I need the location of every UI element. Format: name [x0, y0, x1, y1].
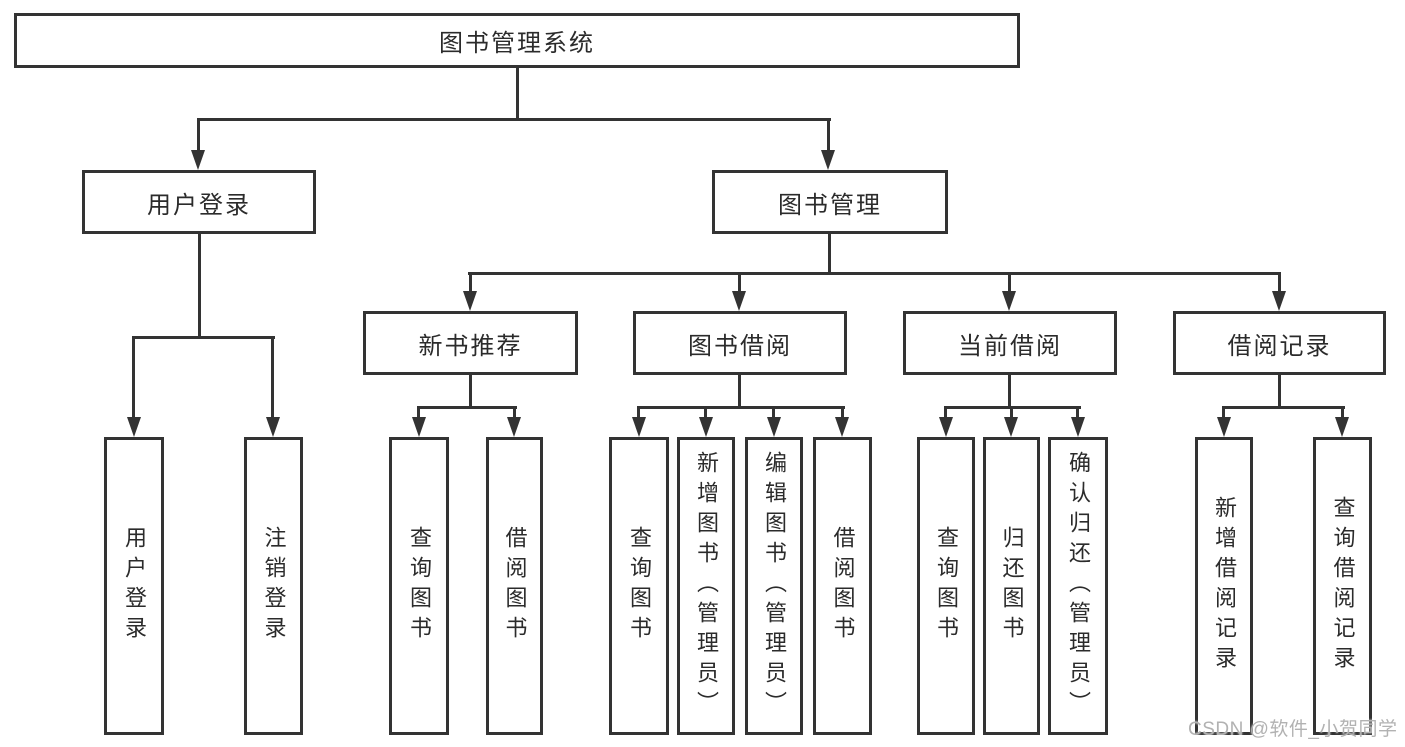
arrowhead-leaf-borrow-search [632, 417, 646, 437]
rail-root [197, 118, 831, 121]
connector-to-leaf-add-book [704, 406, 707, 419]
csdn-watermark: CSDN @软件_小贺同学 [1188, 719, 1398, 740]
connector-book-management-stem [828, 234, 831, 275]
connector-to-leaf-add-record [1222, 406, 1225, 419]
arrowhead-leaf-borrow-book [835, 417, 849, 437]
node-current-borrow-label: 当前借阅 [958, 332, 1062, 360]
arrowhead-current-borrow [1002, 291, 1016, 311]
arrowhead-user-login [191, 150, 205, 170]
leaf-borrow-book-label: 借阅图书 [830, 526, 856, 646]
leaf-search-borrow-record: 查询借阅记录 [1313, 437, 1372, 735]
node-root-label: 图书管理系统 [439, 30, 595, 57]
connector-current-borrow-stem [1008, 375, 1011, 409]
arrowhead-leaf-recommend-borrow [507, 417, 521, 437]
arrowhead-leaf-add-record [1217, 417, 1231, 437]
leaf-recommend-borrow-book: 借阅图书 [486, 437, 543, 735]
leaf-borrow-book: 借阅图书 [813, 437, 872, 735]
node-current-borrow: 当前借阅 [903, 311, 1117, 375]
leaf-current-search-book-label: 查询图书 [934, 526, 959, 646]
leaf-recommend-search-book: 查询图书 [389, 437, 449, 735]
leaf-edit-book-admin: 编辑图书（管理员） [745, 437, 803, 735]
connector-to-book-management [827, 118, 830, 152]
connector-book-borrow-stem [738, 375, 741, 409]
arrowhead-new-book-recommend [463, 291, 477, 311]
connector-to-leaf-confirm-return [1076, 406, 1079, 419]
leaf-user-login-label: 用户登录 [122, 526, 147, 646]
leaf-borrow-search-book: 查询图书 [609, 437, 669, 735]
connector-root-stem [516, 68, 519, 121]
rail-new-book-recommend [417, 406, 517, 409]
rail-book-borrow [637, 406, 845, 409]
connector-user-login-stem [198, 234, 201, 339]
leaf-confirm-return-admin-label: 确认归还（管理员） [1066, 451, 1091, 721]
connector-to-leaf-borrow-book [841, 406, 844, 419]
leaf-add-book-admin-label: 新增图书（管理员） [694, 451, 719, 721]
connector-to-leaf-borrow-search [637, 406, 640, 419]
leaf-borrow-search-book-label: 查询图书 [627, 526, 652, 646]
node-user-login: 用户登录 [82, 170, 316, 234]
connector-to-leaf-search-record [1341, 406, 1344, 419]
node-book-management-label: 图书管理 [778, 191, 882, 219]
leaf-logout-label: 注销登录 [261, 526, 287, 646]
leaf-return-book-label: 归还图书 [999, 526, 1025, 646]
node-root: 图书管理系统 [14, 13, 1020, 68]
arrowhead-leaf-logout [266, 417, 280, 437]
leaf-search-borrow-record-label: 查询借阅记录 [1330, 496, 1356, 676]
arrowhead-leaf-return-book [1004, 417, 1018, 437]
arrowhead-book-management [821, 150, 835, 170]
leaf-return-book: 归还图书 [983, 437, 1040, 735]
connector-to-leaf-return-book [1010, 406, 1013, 419]
connector-to-book-borrow [738, 272, 741, 293]
arrowhead-leaf-user-login [127, 417, 141, 437]
connector-to-borrow-records [1278, 272, 1281, 293]
node-new-book-recommend: 新书推荐 [363, 311, 578, 375]
connector-to-leaf-recommend-borrow [513, 406, 516, 419]
arrowhead-borrow-records [1272, 291, 1286, 311]
node-book-management: 图书管理 [712, 170, 948, 234]
leaf-add-book-admin: 新增图书（管理员） [677, 437, 735, 735]
node-borrow-records: 借阅记录 [1173, 311, 1386, 375]
leaf-add-borrow-record-label: 新增借阅记录 [1212, 496, 1237, 676]
connector-to-leaf-user-login [132, 336, 135, 419]
leaf-recommend-search-book-label: 查询图书 [407, 526, 432, 646]
arrowhead-leaf-confirm-return [1071, 417, 1085, 437]
connector-to-leaf-logout [271, 336, 274, 419]
arrowhead-leaf-recommend-search [412, 417, 426, 437]
node-user-login-label: 用户登录 [147, 191, 251, 219]
leaf-confirm-return-admin: 确认归还（管理员） [1048, 437, 1108, 735]
node-new-book-recommend-label: 新书推荐 [418, 332, 523, 360]
rail-user-login [132, 336, 275, 339]
leaf-add-borrow-record: 新增借阅记录 [1195, 437, 1253, 735]
connector-to-leaf-current-search [944, 406, 947, 419]
leaf-recommend-borrow-book-label: 借阅图书 [502, 526, 528, 646]
leaf-user-login: 用户登录 [104, 437, 164, 735]
connector-new-book-recommend-stem [469, 375, 472, 409]
arrowhead-leaf-edit-book [767, 417, 781, 437]
connector-to-leaf-edit-book [772, 406, 775, 419]
arrowhead-leaf-add-book [699, 417, 713, 437]
rail-book-management [468, 272, 1281, 275]
connector-to-leaf-recommend-search [417, 406, 420, 419]
connector-to-current-borrow [1008, 272, 1011, 293]
node-borrow-records-label: 借阅记录 [1227, 332, 1332, 360]
node-book-borrow: 图书借阅 [633, 311, 847, 375]
node-book-borrow-label: 图书借阅 [688, 332, 792, 360]
arrowhead-leaf-current-search [939, 417, 953, 437]
leaf-edit-book-admin-label: 编辑图书（管理员） [762, 451, 787, 721]
arrowhead-book-borrow [732, 291, 746, 311]
connector-to-user-login [197, 118, 200, 152]
leaf-logout: 注销登录 [244, 437, 303, 735]
connector-to-new-book-recommend [469, 272, 472, 293]
arrowhead-leaf-search-record [1335, 417, 1349, 437]
connector-borrow-records-stem [1278, 375, 1281, 409]
leaf-current-search-book: 查询图书 [917, 437, 975, 735]
rail-borrow-records [1222, 406, 1345, 409]
